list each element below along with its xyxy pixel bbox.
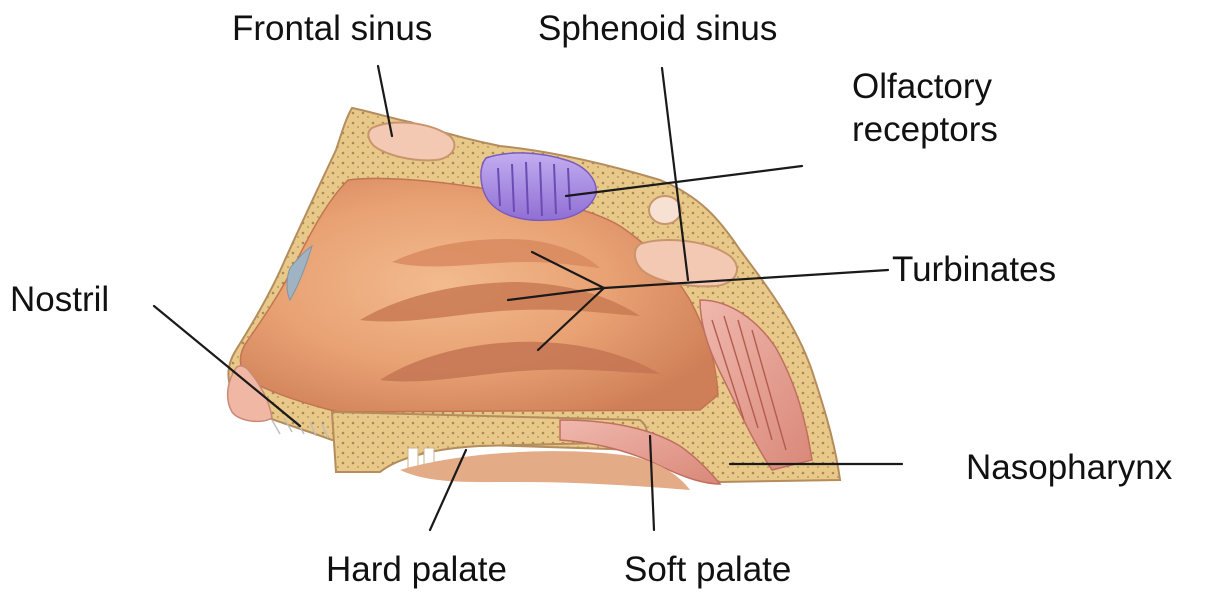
sphenoid-sinus-upper-air [649, 196, 681, 224]
label-hard-palate: Hard palate [326, 549, 507, 592]
label-nostril-text: Nostril [10, 279, 109, 322]
label-olfactory-line-2: receptors [852, 109, 998, 152]
label-soft-palate-text: Soft palate [624, 549, 791, 592]
label-nasopharynx-text: Nasopharynx [966, 447, 1172, 490]
label-frontal-sinus-text: Frontal sinus [232, 8, 432, 51]
label-nostril: Nostril [10, 279, 109, 322]
label-turbinates-text: Turbinates [892, 249, 1056, 292]
label-soft-palate: Soft palate [624, 549, 791, 592]
label-olfactory-receptors: Olfactory receptors [852, 66, 998, 151]
label-nasopharynx: Nasopharynx [966, 447, 1172, 490]
label-hard-palate-text: Hard palate [326, 549, 507, 592]
label-olfactory-line-1: Olfactory [852, 66, 998, 109]
label-sphenoid-sinus: Sphenoid sinus [538, 8, 777, 51]
label-frontal-sinus: Frontal sinus [232, 8, 432, 51]
label-sphenoid-sinus-text: Sphenoid sinus [538, 8, 777, 51]
label-turbinates: Turbinates [892, 249, 1056, 292]
